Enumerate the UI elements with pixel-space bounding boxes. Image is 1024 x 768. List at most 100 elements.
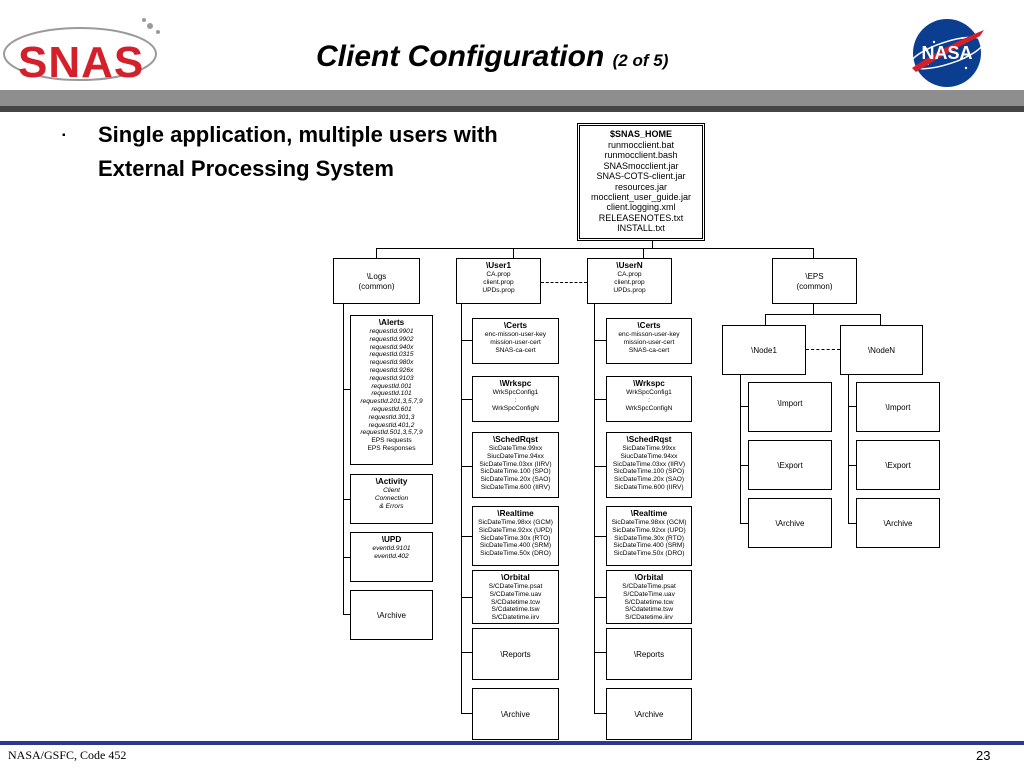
file-item: resources.jar (614, 181, 668, 192)
node-title: \Certs (637, 321, 661, 330)
file-item: eventId.9101 (372, 545, 411, 552)
file-item: mocclient_user_guide.jar (590, 192, 692, 203)
file-item: S/CDateTime.psat (622, 583, 676, 590)
file-item: enc-misson-user-key (618, 331, 680, 338)
file-item: SiucDateTime.94xx (620, 452, 678, 460)
file-item: enc-misson-user-key (484, 331, 547, 338)
file-item: Client (383, 487, 400, 494)
file-item: S/CDatetime.iirv (625, 614, 673, 622)
file-item: : (514, 396, 517, 404)
file-item: requestId.401,2 (368, 421, 415, 429)
file-item: EPS Responses (367, 444, 416, 452)
file-item: SicDateTime.600 (IIRV) (480, 483, 551, 491)
file-item: mission-user-cert (490, 338, 541, 346)
file-item: Connection (374, 494, 409, 502)
file-item: SicDateTime.30x (RTO) (480, 534, 551, 542)
logs-archive-folder: \Archive (350, 590, 433, 640)
node-title: \Realtime (497, 509, 534, 518)
file-item: SicDateTime.100 (SPO) (613, 468, 685, 476)
file-item: requestId.001 (371, 382, 412, 390)
userN-certs-folder: \Certs enc-misson-user-key mission-user-… (606, 318, 692, 364)
file-item: client.prop (483, 278, 514, 286)
node-title: \Archive (634, 710, 664, 719)
node-title: \SchedRqst (492, 435, 539, 444)
node1-export-folder: \Export (748, 440, 832, 490)
file-item: requestId.0315 (369, 351, 414, 359)
node-title: \Logs (366, 272, 387, 281)
file-item: SicDateTime.99xx (488, 445, 543, 452)
file-item: SNAS-COTS-client.jar (596, 171, 686, 182)
user1-reports-folder: \Reports (472, 628, 559, 680)
file-item: S/CDatetime.iirv (491, 614, 540, 622)
userN-realtime-folder: \Realtime SicDateTime.98xx (GCM) SicDate… (606, 506, 692, 566)
node-title: \Orbital (634, 573, 664, 582)
user1-realtime-folder: \Realtime SicDateTime.98xx (GCM) SicDate… (472, 506, 559, 566)
node-title: \Wrkspc (633, 379, 665, 388)
node-title: \SchedRqst (626, 435, 672, 444)
file-item: SicDateTime.03xx (IIRV) (612, 460, 686, 468)
eps-folder: \EPS(common) (772, 258, 857, 304)
node1-folder: \Node1 (722, 325, 806, 375)
file-item: S/CDatetime.tcw (490, 598, 541, 606)
header-band-dark (0, 106, 1024, 112)
activity-folder: \Activity Client Connection & Errors (350, 474, 433, 524)
node-title: \Import (885, 403, 911, 412)
file-item: S/CDateTime.uav (489, 590, 542, 598)
file-item: S/Cdatetime.tsw (624, 606, 673, 614)
file-item: requestId.9103 (369, 374, 414, 382)
user1-orbital-folder: \Orbital S/CDateTime.psat S/CDateTime.ua… (472, 570, 559, 624)
node-subtitle: (common) (358, 282, 395, 291)
file-item: CA.prop (486, 271, 511, 278)
node-title: \User1 (485, 261, 512, 270)
userN-archive-folder: \Archive (606, 688, 692, 740)
file-item: UPDs.prop (613, 286, 646, 294)
node1-import-folder: \Import (748, 382, 832, 432)
file-item: SNAS-ca-cert (495, 346, 536, 354)
file-item: S/CDateTime.psat (488, 583, 543, 590)
file-item: SicDateTime.20x (SAO) (613, 476, 685, 484)
node-title: \Export (885, 461, 911, 470)
node-title: \Archive (377, 611, 406, 620)
file-item: WrkSpcConfigN (625, 404, 673, 412)
node-title: \Reports (500, 650, 531, 659)
logs-folder: \Logs(common) (333, 258, 420, 304)
file-item: runmocclient.bash (604, 150, 678, 161)
userN-schedrqst-folder: \SchedRqst SicDateTime.99xx SiucDateTime… (606, 432, 692, 498)
user1-archive-folder: \Archive (472, 688, 559, 740)
file-item: INSTALL.txt (617, 223, 665, 234)
bullet-marker: ▪ (62, 130, 66, 141)
file-item: SNASmocclient.jar (603, 160, 679, 171)
file-item: WrkSpcConfigN (492, 404, 539, 412)
footer-org: NASA/GSFC, Code 452 (8, 748, 127, 762)
file-item: CA.prop (617, 271, 642, 278)
user1-wrkspc-folder: \Wrkspc WrkSpcConfig1 : WrkSpcConfigN (472, 376, 559, 422)
nodeN-folder: \NodeN (840, 325, 923, 375)
node-title: \UPD (381, 535, 402, 544)
file-item: SicDateTime.03xx (IIRV) (479, 460, 552, 468)
node1-archive-folder: \Archive (748, 498, 832, 548)
node-title: $SNAS_HOME (609, 129, 672, 139)
snas-logo-text: SNAS (18, 38, 145, 87)
file-item: SicDateTime.98xx (GCM) (611, 519, 687, 526)
file-item: UPDs.prop (482, 286, 515, 294)
file-item: SicDateTime.600 (IIRV) (614, 483, 684, 491)
snas-logo-swoosh (3, 18, 160, 81)
user1-folder: \User1 CA.prop client.prop UPDs.prop (456, 258, 541, 304)
file-item: SicDateTime.400 (SRM) (479, 542, 552, 550)
node-title: \Activity (375, 477, 408, 486)
file-item: SiucDateTime.94xx (487, 452, 544, 460)
file-item: client.prop (614, 278, 645, 286)
snas-logo: SNAS (0, 14, 170, 87)
slide-title: Client Configuration (2 of 5) (316, 40, 668, 74)
svg-text:NASA: NASA (921, 43, 972, 63)
file-item: SicDateTime.400 (SRM) (613, 542, 685, 550)
file-item: requestId.301,3 (368, 413, 415, 421)
alerts-folder: \Alerts requestId.9901 requestId.9902 re… (350, 315, 433, 465)
file-item: SicDateTime.50x (DRO) (480, 550, 551, 558)
file-item: EPS requests (371, 437, 412, 445)
slide-title-sub: (2 of 5) (612, 51, 669, 70)
file-item: S/Cdatetime.tsw (491, 606, 540, 614)
node-title: \Orbital (501, 573, 530, 582)
file-item: SNAS-ca-cert (628, 346, 670, 354)
file-item: requestId.101 (371, 390, 412, 398)
